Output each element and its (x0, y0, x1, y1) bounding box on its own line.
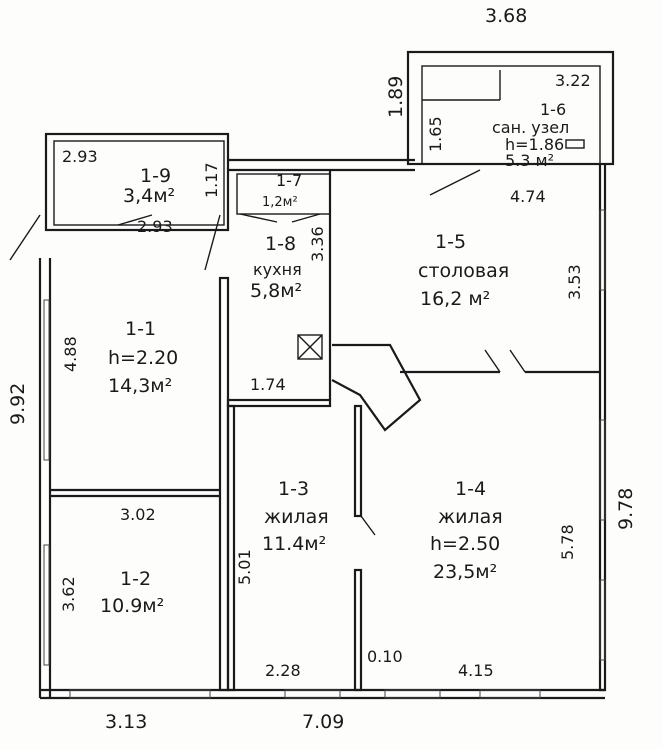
dim-label: 9.92 (7, 383, 29, 425)
room-name: столовая (418, 260, 509, 282)
dim-label: 3.36 (308, 226, 327, 262)
dim-label: 2.93 (62, 147, 98, 166)
room-1-2: 1-2 10.9м² (100, 568, 164, 617)
dim-label: 9.78 (615, 488, 637, 530)
room-area: 5,8м² (250, 280, 302, 302)
dim-label: 3.53 (565, 264, 584, 300)
room-1-9: 1-9 3,4м² (123, 165, 175, 207)
room-name: сан. узел (492, 118, 569, 137)
room-id: 1-8 (265, 233, 296, 255)
room-name: кухня (253, 260, 302, 279)
room-id: 1-5 (435, 231, 466, 253)
room-id: 1-1 (125, 318, 156, 340)
room-1-7: 1-7 1,2м² (262, 171, 302, 210)
room-height: h=2.50 (430, 533, 500, 555)
dim-label: 2.28 (265, 661, 301, 680)
dim-label: 3.13 (105, 711, 147, 733)
dim-label: 1.17 (202, 162, 221, 198)
dimensions: 3.68 3.22 1.65 1.89 2.93 2.93 1.17 3.36 … (7, 5, 637, 733)
dim-label: 1.89 (385, 76, 407, 118)
dim-label: 1.65 (426, 116, 445, 152)
room-1-8: 1-8 кухня 5,8м² (250, 233, 302, 302)
room-1-3: 1-3 жилая 11.4м² (262, 478, 329, 555)
room-area: 1,2м² (262, 195, 298, 210)
room-height: h=1.86 (505, 135, 564, 154)
room-area: 5.3 м² (505, 151, 554, 170)
room-height: h=2.20 (108, 347, 178, 369)
room-1-6: 1-6 сан. узел h=1.86 5.3 м² (492, 100, 569, 170)
dim-label: 3.02 (120, 505, 156, 524)
dim-label: 2.93 (137, 217, 173, 236)
room-id: 1-4 (455, 478, 486, 500)
room-area: 3,4м² (123, 185, 175, 207)
dim-label: 1.74 (250, 375, 286, 394)
dim-label: 3.68 (485, 5, 527, 27)
room-area: 14,3м² (108, 375, 172, 397)
room-area: 11.4м² (262, 533, 326, 555)
dim-label: 4.15 (458, 661, 494, 680)
room-id: 1-2 (120, 568, 151, 590)
room-id: 1-9 (140, 165, 171, 187)
dim-label: 0.10 (367, 647, 403, 666)
room-area: 23,5м² (433, 561, 497, 583)
room-name: жилая (264, 506, 329, 528)
dim-label: 5.01 (235, 549, 254, 585)
room-name: жилая (438, 506, 503, 528)
dim-label: 3.62 (59, 576, 78, 612)
dim-label: 4.74 (510, 187, 546, 206)
room-id: 1-3 (278, 478, 309, 500)
room-area: 16,2 м² (420, 288, 490, 310)
room-area: 10.9м² (100, 595, 164, 617)
dim-label: 3.22 (555, 71, 591, 90)
room-1-1: 1-1 h=2.20 14,3м² (108, 318, 178, 397)
room-1-5: 1-5 столовая 16,2 м² (418, 231, 509, 310)
room-1-4: 1-4 жилая h=2.50 23,5м² (430, 478, 503, 583)
walls (9, 50, 615, 700)
room-id: 1-7 (276, 171, 302, 190)
room-id: 1-6 (540, 100, 566, 119)
dim-label: 4.88 (61, 336, 80, 372)
dim-label: 5.78 (558, 524, 577, 560)
dim-label: 7.09 (302, 711, 344, 733)
